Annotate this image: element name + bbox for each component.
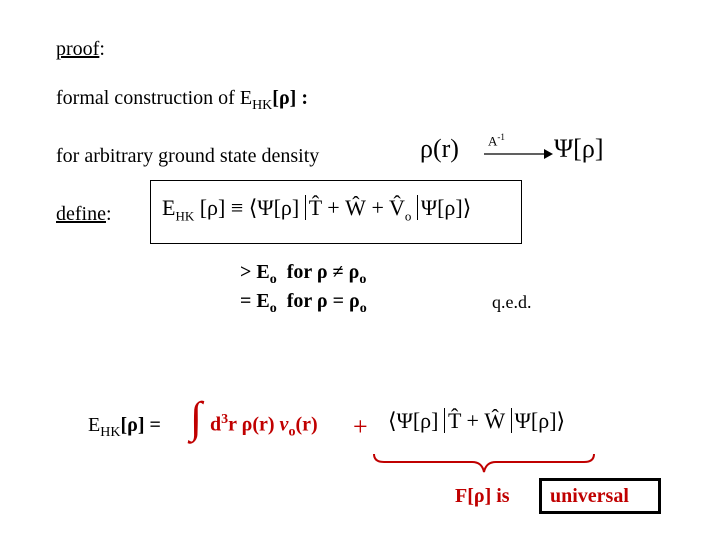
line1-sub: HK: [252, 98, 273, 113]
functional-label: F[ρ] is: [455, 485, 510, 507]
map-arrow-icon: [484, 149, 553, 159]
def-ket: Ψ[ρ]⟩: [416, 195, 472, 220]
cond2-sub: o: [269, 301, 277, 316]
universal-box: [539, 478, 661, 514]
def-bra: ⟨Ψ[ρ]: [248, 195, 300, 220]
bottom-sub: HK: [100, 425, 121, 440]
define-heading: define:: [56, 203, 112, 226]
integral-d: d: [210, 413, 222, 436]
bottom-arg: [ρ] =: [120, 414, 161, 436]
condition-greater: > Eo for ρ ≠ ρo: [240, 261, 366, 288]
bottom-bra: ⟨Ψ[ρ]: [388, 408, 439, 433]
universal-label: universal: [550, 485, 629, 507]
proof-heading: proof:: [56, 38, 105, 61]
line1-arg: [ρ] :: [272, 87, 308, 109]
bottom-e: E: [88, 414, 101, 436]
def-operator: T̂ + Ŵ + V̂: [304, 195, 405, 220]
def-lhs-e: E: [162, 195, 176, 220]
cond1-for: for ρ ≠ ρ: [286, 261, 360, 283]
integral-body-end: (r): [295, 413, 318, 436]
qed-label: q.e.d.: [492, 292, 532, 312]
cond2-for: for ρ = ρ: [286, 290, 360, 312]
cond2-for-sub: o: [359, 301, 367, 316]
map-op-sup: -1: [497, 132, 505, 142]
line1-text: formal construction of E: [56, 87, 253, 109]
cond1-for-sub: o: [359, 272, 367, 287]
integral-v-sub: o: [288, 424, 296, 440]
def-lhs-sub: HK: [175, 208, 195, 224]
def-lhs-arg: [ρ] ≡: [199, 195, 244, 220]
cond1-sub: o: [269, 272, 277, 287]
map-op-label: A: [488, 133, 498, 149]
underbrace-icon: [373, 453, 595, 473]
map-rho: ρ(r): [420, 134, 459, 163]
proof-colon: :: [99, 38, 105, 60]
bottom-operator: T̂ + Ŵ: [443, 408, 506, 433]
define-colon: :: [105, 203, 112, 225]
bottom-expectation: ⟨Ψ[ρ] T̂ + Ŵ Ψ[ρ]⟩: [388, 408, 566, 434]
integral-sup: 3: [221, 412, 229, 427]
bottom-ket: Ψ[ρ]⟩: [510, 408, 566, 433]
cond1-rel: > E: [240, 261, 270, 283]
formal-construction-line: formal construction of EHK[ρ] :: [56, 87, 308, 114]
map-operator: A-1: [488, 132, 505, 149]
condition-equal: = Eo for ρ = ρo: [240, 290, 367, 317]
def-op-sub: o: [404, 208, 412, 224]
map-psi: Ψ[ρ]: [554, 134, 604, 163]
integral-body: d3r ρ(r) vo(r): [210, 412, 318, 441]
integral-sign: ∫: [190, 393, 203, 442]
define-label: define: [56, 203, 106, 225]
proof-label: proof: [56, 38, 100, 60]
bottom-lhs: EHK[ρ] =: [88, 414, 161, 441]
plus-sign: +: [353, 412, 368, 441]
ground-state-line: for arbitrary ground state density: [56, 145, 319, 168]
cond2-rel: = E: [240, 290, 270, 312]
line2-text: for arbitrary ground state density: [56, 145, 320, 167]
integral-body-main: r ρ(r): [228, 413, 280, 436]
integral-v: v: [279, 413, 289, 436]
definition-equation: EHK [ρ] ≡ ⟨Ψ[ρ] T̂ + Ŵ + V̂o Ψ[ρ]⟩: [162, 195, 472, 224]
definition-box: [150, 180, 522, 244]
